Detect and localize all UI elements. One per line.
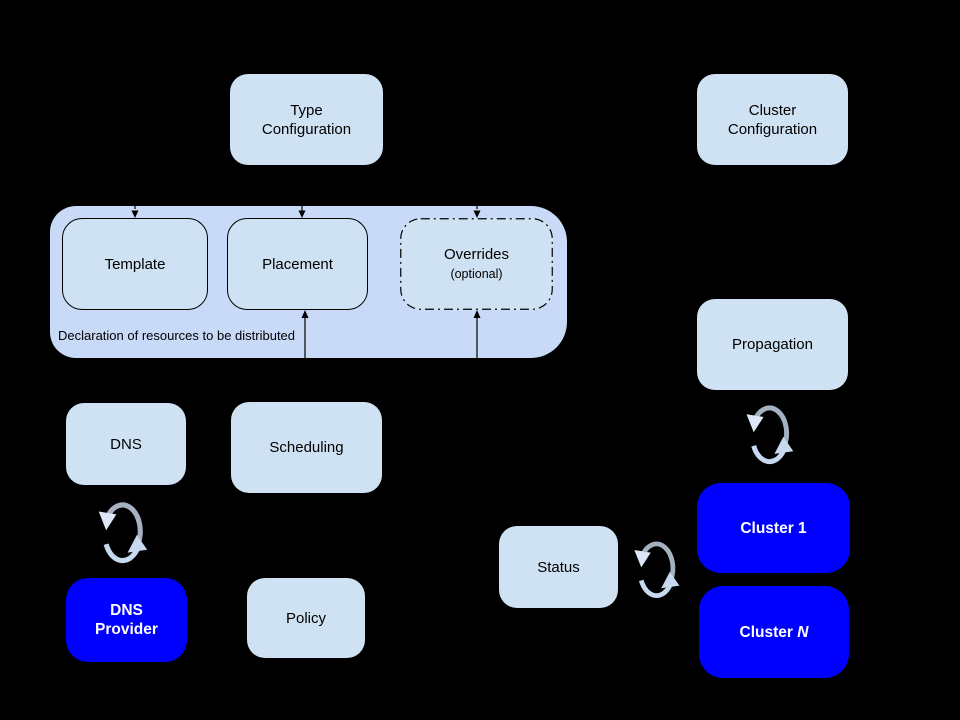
- status-label: Status: [537, 558, 580, 576]
- group-caption: Declaration of resources to be distribut…: [58, 328, 296, 343]
- cluster-1-label: Cluster 1: [740, 519, 807, 537]
- propagation-label: Propagation: [732, 336, 813, 353]
- cluster-1-box: Cluster 1: [697, 483, 850, 573]
- scheduling-box: Scheduling: [231, 402, 382, 493]
- sync-icon: [746, 405, 794, 465]
- sync-icon: [634, 541, 680, 598]
- declaration-group: Template Placement Overrides (optional) …: [50, 206, 567, 358]
- template-box: Template: [62, 218, 208, 310]
- placement-label: Placement: [262, 255, 333, 273]
- type-configuration-box: Type Configuration: [230, 74, 383, 165]
- type-configuration-label: Type Configuration: [261, 101, 352, 138]
- sync-icon: [98, 502, 148, 564]
- policy-box: Policy: [247, 578, 365, 658]
- dns-provider-box: DNS Provider: [66, 578, 187, 662]
- policy-label: Policy: [285, 609, 326, 627]
- placement-box: Placement: [227, 218, 368, 310]
- cluster-configuration-box: Cluster Configuration: [697, 74, 848, 165]
- scheduling-label: Scheduling: [269, 439, 344, 456]
- connector-arrows: [131, 206, 481, 358]
- cluster-n-box: Cluster N: [699, 586, 849, 678]
- cluster-configuration-label: Cluster Configuration: [727, 101, 818, 138]
- dns-label: DNS: [110, 435, 142, 453]
- status-box: Status: [499, 526, 618, 608]
- dns-box: DNS: [66, 403, 186, 485]
- cluster-n-label: Cluster N: [739, 623, 809, 641]
- propagation-box: Propagation: [697, 299, 848, 390]
- template-label: Template: [104, 255, 166, 273]
- dns-provider-label: DNS Provider: [95, 602, 158, 638]
- overrides-box: Overrides (optional): [400, 218, 553, 310]
